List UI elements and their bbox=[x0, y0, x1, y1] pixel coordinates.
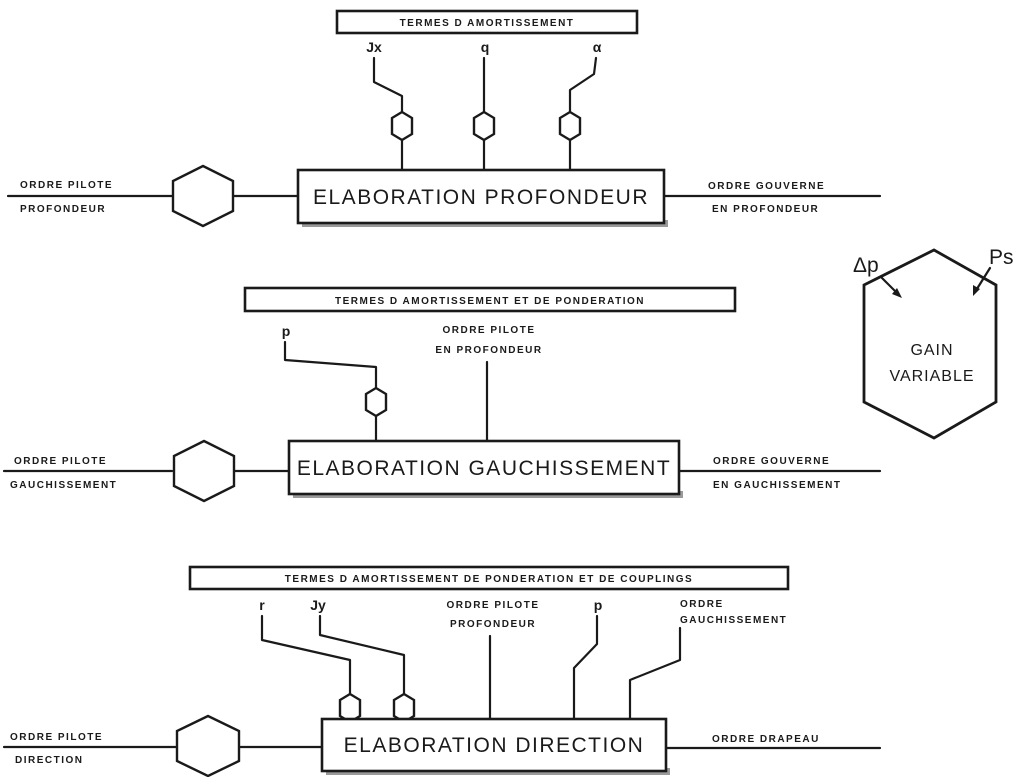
block-label: ELABORATION GAUCHISSEMENT bbox=[297, 457, 671, 480]
header-box bbox=[243, 286, 737, 313]
legend-gain-variable: GAIN VARIABLE Δp Ps bbox=[853, 246, 1014, 440]
wire-gauchissement bbox=[628, 626, 682, 747]
output-label-line1: ORDRE DRAPEAU bbox=[712, 734, 820, 745]
diagram-direction: TERMES D AMORTISSEMENT DE PONDERATION ET… bbox=[2, 565, 882, 777]
output-label-line2: EN GAUCHISSEMENT bbox=[713, 480, 841, 491]
input-label-line1: ORDRE PILOTE bbox=[14, 456, 107, 467]
pilot-gain-hexagon bbox=[172, 439, 236, 503]
direct-input-line2: EN PROFONDEUR bbox=[435, 345, 542, 356]
diagram-profondeur: TERMES D AMORTISSEMENT Jx q α ELABORATIO… bbox=[6, 9, 882, 228]
legend-input-delta-p: Δp bbox=[853, 254, 879, 277]
header-box bbox=[188, 565, 790, 591]
wire-jx bbox=[372, 56, 404, 114]
output-label-line1: ORDRE GOUVERNE bbox=[713, 456, 830, 467]
input-label-line2: DIRECTION bbox=[15, 755, 84, 766]
pilot-gain-hexagon bbox=[175, 714, 241, 777]
block-elaboration-gauchissement bbox=[287, 439, 681, 496]
input-label-line2: PROFONDEUR bbox=[20, 204, 106, 215]
input-symbol-jy: Jy bbox=[310, 597, 326, 613]
input-symbol-q: q bbox=[481, 39, 490, 55]
pilot-gain-hexagon bbox=[171, 164, 235, 228]
input-label-line2: GAUCHISSEMENT bbox=[10, 480, 117, 491]
header-box bbox=[335, 9, 639, 35]
wire-p bbox=[283, 340, 378, 390]
header-label: TERMES D AMORTISSEMENT bbox=[400, 18, 575, 29]
diagram-gauchissement: TERMES D AMORTISSEMENT ET DE PONDERATION… bbox=[2, 286, 882, 503]
legend-label-line1: GAIN bbox=[910, 342, 953, 359]
direct-input2-line1: ORDRE bbox=[680, 599, 724, 610]
input-symbol-r: r bbox=[259, 597, 265, 613]
input-symbol-jx: Jx bbox=[366, 39, 382, 55]
legend-gain-hexagon bbox=[862, 248, 998, 440]
input-symbol-alpha: α bbox=[593, 39, 602, 55]
gain-hexagon-alpha bbox=[558, 110, 582, 142]
input-symbol-p: p bbox=[594, 597, 603, 613]
wire-r bbox=[260, 614, 352, 696]
wire-alpha bbox=[568, 56, 598, 114]
block-label: ELABORATION PROFONDEUR bbox=[313, 186, 649, 209]
block-label: ELABORATION DIRECTION bbox=[344, 734, 645, 757]
header-label: TERMES D AMORTISSEMENT ET DE PONDERATION bbox=[335, 296, 645, 307]
block-elaboration-profondeur bbox=[296, 168, 666, 225]
gain-hexagon-p bbox=[364, 386, 388, 418]
direct-input2-line2: GAUCHISSEMENT bbox=[680, 615, 787, 626]
gain-hexagon-q bbox=[472, 110, 496, 142]
input-label-line1: ORDRE PILOTE bbox=[10, 732, 103, 743]
block-elaboration-direction bbox=[320, 717, 668, 773]
input-symbol-p: p bbox=[282, 323, 291, 339]
output-label-line1: ORDRE GOUVERNE bbox=[708, 181, 825, 192]
wire-jy bbox=[318, 614, 406, 696]
legend-input-ps: Ps bbox=[989, 246, 1014, 269]
output-label-line2: EN PROFONDEUR bbox=[712, 204, 819, 215]
wire-p bbox=[572, 614, 599, 747]
header-label: TERMES D AMORTISSEMENT DE PONDERATION ET… bbox=[285, 574, 693, 585]
legend-label-line2: VARIABLE bbox=[889, 368, 974, 385]
input-label-line1: ORDRE PILOTE bbox=[20, 180, 113, 191]
direct-input-line2: PROFONDEUR bbox=[450, 619, 536, 630]
direct-input-line1: ORDRE PILOTE bbox=[446, 600, 539, 611]
gain-hexagon-jx bbox=[390, 110, 414, 142]
direct-input-line1: ORDRE PILOTE bbox=[442, 325, 535, 336]
